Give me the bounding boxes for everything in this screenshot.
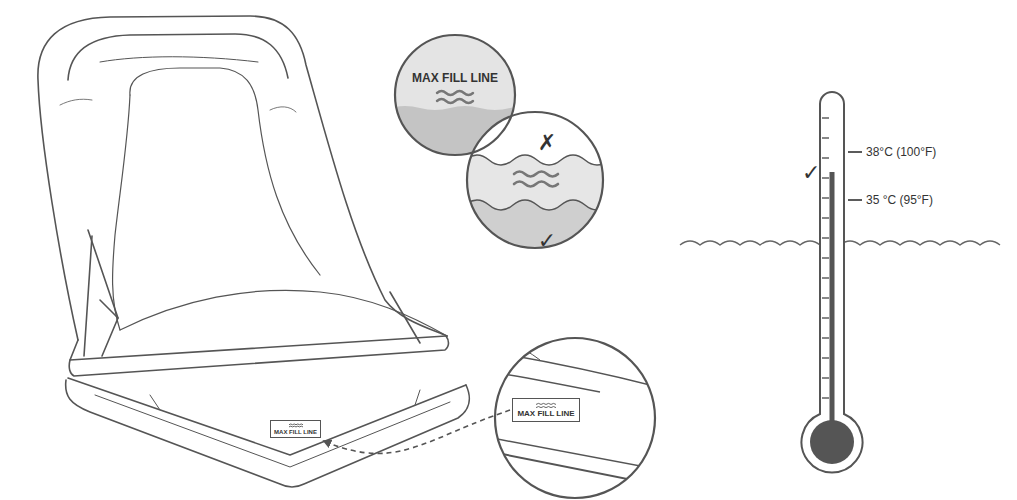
correct-mark: ✓ — [802, 160, 820, 185]
zoom-fill-label: MAX FILL LINE — [512, 398, 580, 422]
circle-outline — [467, 112, 603, 248]
wave-icon — [289, 423, 303, 428]
zoom-circle-art — [492, 338, 662, 498]
water-level-circle: ✗✓ — [467, 112, 603, 248]
dashed-arrow — [324, 410, 510, 453]
fill-line-text: MAX FILL LINE — [412, 71, 498, 85]
thermometer — [680, 92, 1000, 473]
fill-line-circle: MAX FILL LINE — [395, 35, 515, 155]
circle-outline — [395, 35, 515, 155]
fill-line-text: MAX FILL LINE — [517, 410, 575, 418]
wrong-mark: ✗ — [538, 130, 556, 155]
temperature-label: 38°C (100°F) — [866, 145, 936, 159]
fill-line-text: MAX FILL LINE — [274, 429, 317, 435]
temperature-label: 35 °C (95°F) — [866, 193, 933, 207]
correct-mark: ✓ — [538, 228, 556, 253]
seat-fill-label: MAX FILL LINE — [270, 420, 321, 438]
water-level-circle-art — [465, 110, 609, 250]
wave-icon — [536, 402, 556, 409]
